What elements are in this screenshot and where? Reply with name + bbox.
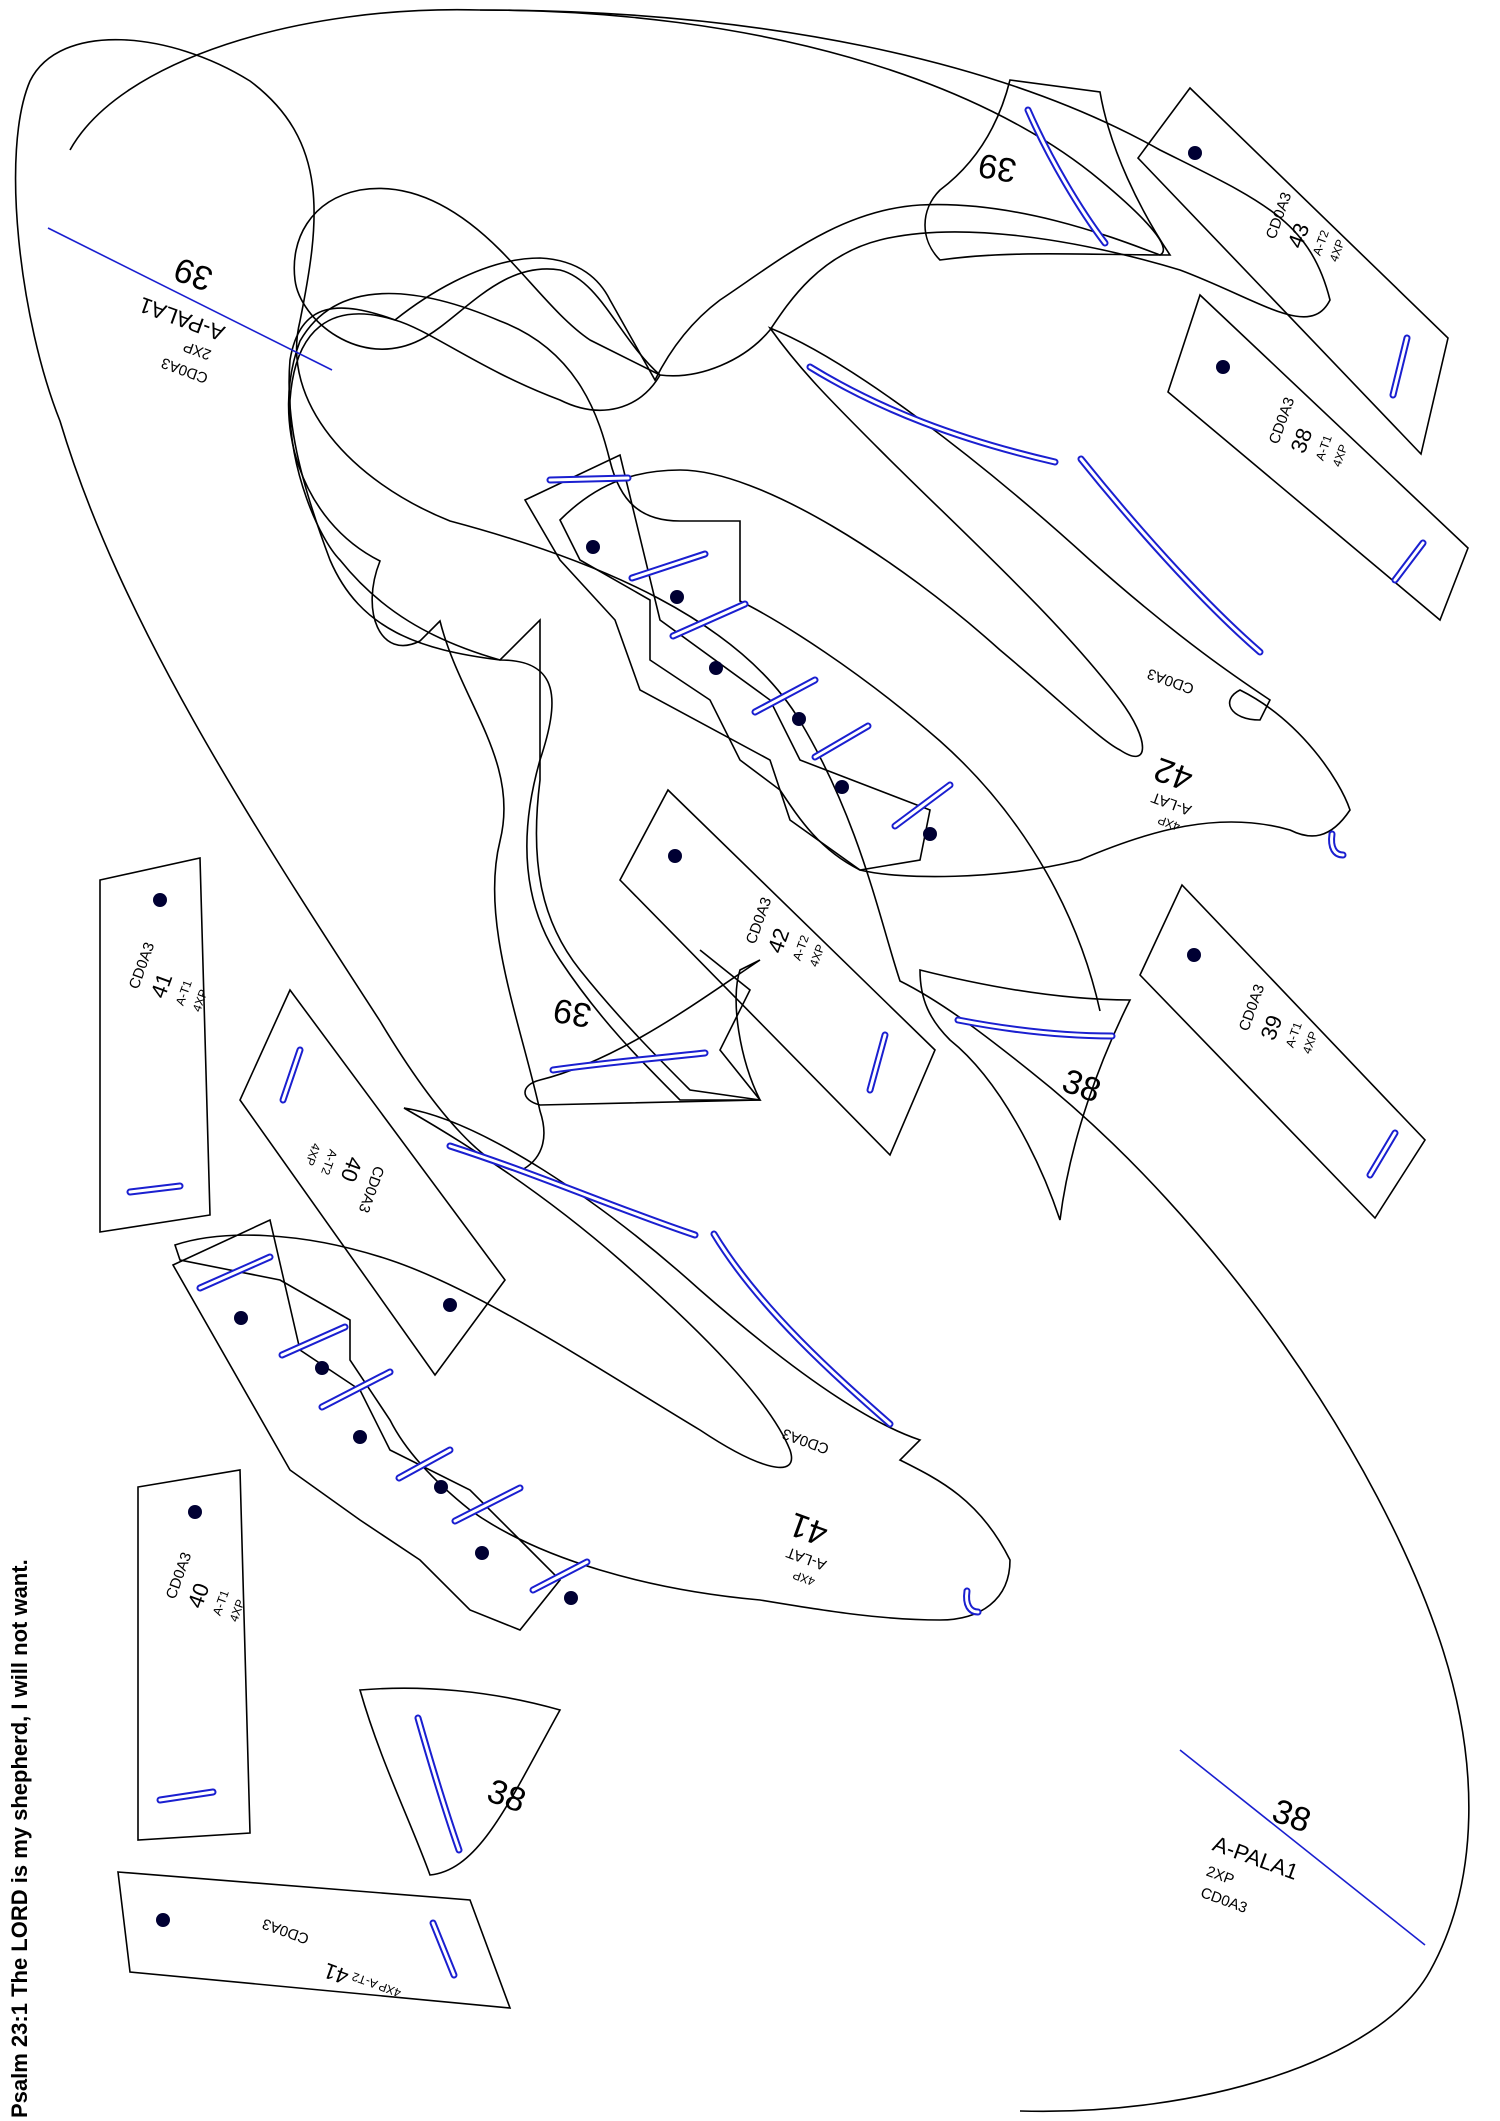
piece-38-mid-outline [919,968,1132,1221]
pala-upper-outline [288,9,1331,1101]
strip-43-label: CD0A3 43 A-T2 4XP [1263,190,1348,263]
svg-text:4XP: 4XP [1300,1029,1321,1055]
lat-upper-tabs-outline [523,453,931,871]
strip-41-outline [99,857,211,1233]
pala-bottom-qty: 2XP [1204,1863,1236,1889]
lat-lower-tabs-outline [171,1218,562,1631]
piece-39-top-outline [924,79,1172,261]
svg-text:4XP: 4XP [190,987,211,1013]
strip-42-outline [619,788,936,1157]
lat-lower-label: 41 A-LAT 4XP [784,1505,833,1589]
strip-38-outline [1167,293,1469,622]
pala-bottom-axis [1179,1749,1426,1946]
pala-top-axis [47,227,333,371]
lat-lower-qty: 4XP [791,1568,817,1589]
strip-40a-label: CD0A3 40 A-T2 4XP [302,1141,387,1214]
piece-39-top-number: 39 [976,146,1020,190]
verse-text: Psalm 23:1 The LORD is my shepherd, I wi… [7,1559,32,2118]
svg-text:39: 39 [1256,1012,1288,1044]
pala-top-number: 39 [169,250,218,299]
pala-top-name: A-PALA1 [136,292,228,346]
svg-text:A-T2: A-T2 [350,1969,380,1991]
piece-38-mid-number: 38 [1057,1062,1106,1111]
outer-body-outline [14,38,1470,2113]
svg-text:42: 42 [763,925,795,957]
strip-41b-outline [117,1871,512,2009]
pala-bottom-label: 38 A-PALA1 2XP CD0A3 [1198,1792,1316,1917]
strip-43-outline [1136,86,1449,456]
slot-group [126,106,1427,1979]
svg-text:4XP: 4XP [1327,237,1348,263]
lat-upper-qty: 4XP [1156,813,1182,834]
svg-text:40: 40 [336,1154,368,1186]
svg-text:4XP: 4XP [302,1141,323,1167]
svg-text:4XP: 4XP [377,1979,403,2000]
body-39-outline [69,8,1165,1101]
svg-text:4XP: 4XP [807,942,828,968]
lat-lower-outline [173,1107,1011,1621]
piece-38-bottom-outline [358,1687,562,1876]
strip-41b-label: CD0A3 41 A-T2 4XP [260,1915,403,2000]
svg-text:4XP: 4XP [1330,442,1351,468]
piece-39-mid-outline [524,959,762,1106]
svg-text:40: 40 [183,1580,215,1612]
pala-top-label: 39 A-PALA1 2XP CD0A3 [136,250,228,387]
strip-42-label: CD0A3 42 A-T2 4XP [743,895,828,968]
svg-text:38: 38 [1286,425,1318,457]
lat-upper-outline [559,326,1351,878]
svg-text:41: 41 [146,970,178,1002]
hole-group [153,146,1230,1927]
svg-text:41: 41 [320,1958,352,1990]
pala-bottom-number: 38 [1267,1792,1316,1841]
strip-41-label: CD0A3 41 A-T1 4XP [126,940,211,1013]
piece-39-mid-number: 39 [551,991,595,1035]
strip-39-outline [1139,883,1427,1220]
pala-bottom-code: CD0A3 [1198,1884,1249,1917]
strip-39-label: CD0A3 39 A-T1 4XP [1236,982,1321,1055]
lat-upper-label: 42 A-LAT 4XP [1149,750,1198,834]
svg-text:CD0A3: CD0A3 [260,1915,311,1948]
lat-upper-code: CD0A3 [1145,665,1196,698]
strip-40a-outline [239,988,506,1377]
piece-38-bottom-number: 38 [482,1772,531,1821]
lat-lower-code: CD0A3 [780,1425,831,1458]
strip-40b-outline [137,1469,251,1841]
